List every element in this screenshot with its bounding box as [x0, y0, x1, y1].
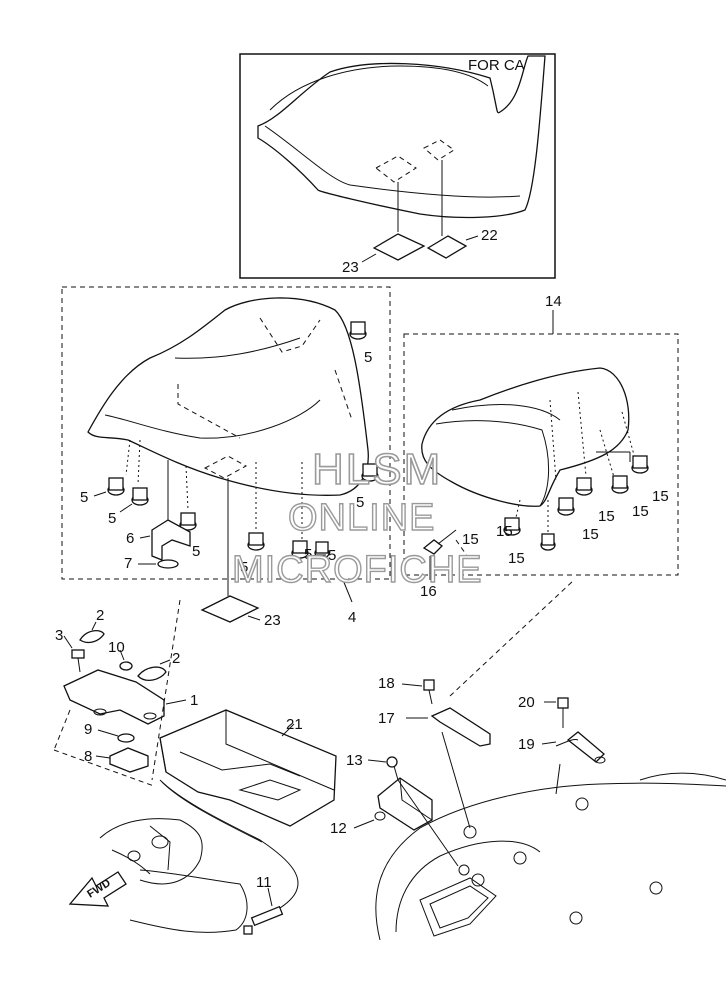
label-23-patch: [372, 233, 426, 261]
bracket-6: [151, 519, 191, 561]
lock-8: [109, 747, 149, 773]
grommet-15a: [503, 517, 521, 536]
bracket-17: [430, 707, 491, 747]
callout-9: 9: [84, 721, 92, 738]
callout-4: 4: [348, 609, 356, 626]
seat-lock-assembly: 3 2 10 2 1 9 8 11: [55, 607, 299, 935]
grommet-5g: [361, 463, 379, 482]
callout-14: 14: [545, 293, 562, 310]
callout-5-top: 5: [364, 349, 372, 366]
callout-3: 3: [55, 627, 63, 644]
washer-7: [157, 559, 179, 569]
callout-15e: 15: [632, 503, 649, 520]
callout-5b: 5: [108, 510, 116, 527]
grommet-15f: [631, 455, 649, 474]
fwd-arrow: FWD: [68, 871, 127, 907]
callout-22: 22: [481, 227, 498, 244]
grommet-15c: [557, 497, 575, 516]
callout-20: 20: [518, 694, 535, 711]
inset-seat-outline: [257, 55, 546, 219]
bolt-13: [386, 756, 399, 781]
callout-5c: 5: [192, 543, 200, 560]
tool-case-21: 21: [159, 709, 337, 827]
callout-5d: 5: [240, 559, 248, 576]
grommet-5d: [247, 532, 265, 551]
callout-15b: 15: [508, 550, 525, 567]
lock-bracket-1: [63, 669, 165, 725]
cable-11: [159, 779, 299, 935]
inset-for-cal: FOR CAL 22 23: [239, 53, 556, 279]
cover-2b: [137, 666, 167, 682]
label-23-patch-main: [200, 595, 260, 623]
watermark: HLSM ONLINE MICROFICHE: [231, 444, 483, 592]
callout-7: 7: [124, 555, 132, 572]
callout-5e: 5: [328, 547, 336, 564]
nut-10: [119, 661, 133, 671]
front-seat-assembly: 4 5 5 5 5 5 5 5 5 6 7 23: [61, 286, 391, 629]
grommet-15e: [611, 475, 629, 494]
callout-15c: 15: [582, 526, 599, 543]
grommet-5h: [349, 321, 367, 340]
rear-seat-assembly: 14 15 15 15 15 15 15 15 16: [403, 293, 679, 600]
grommet-5e: [291, 540, 309, 559]
watermark-line2: ONLINE: [288, 497, 435, 539]
bracket-12: [374, 777, 433, 831]
callout-11: 11: [256, 874, 272, 891]
bolt-16: [422, 529, 457, 555]
bolt-18: [423, 679, 435, 705]
bolt-20: [557, 697, 569, 728]
callout-13: 13: [346, 752, 363, 769]
callout-21: 21: [286, 716, 303, 733]
callout-10: 10: [108, 639, 125, 656]
grommet-15d: [575, 477, 593, 496]
watermark-line1: HLSM: [312, 445, 442, 494]
callout-23-main: 23: [264, 612, 281, 629]
callout-19: 19: [518, 736, 535, 753]
grommet-5a: [107, 477, 125, 496]
inset-dashed-patches: [375, 139, 455, 236]
bolt-3: [71, 649, 85, 673]
grommet-5b: [131, 487, 149, 506]
cover-2a: [79, 629, 105, 644]
callout-15d: 15: [598, 508, 615, 525]
rear-fender-area: 12 13 17 18 19 20: [53, 539, 726, 941]
frame-sketch: [99, 818, 248, 933]
callout-15g: 15: [496, 523, 513, 540]
callout-1: 1: [190, 692, 198, 709]
watermark-line3: MICROFICHE: [232, 549, 483, 591]
callout-15a: 15: [462, 531, 479, 548]
callout-15f: 15: [652, 488, 669, 505]
grommet-5c: [179, 512, 197, 531]
grommet-15b: [540, 533, 556, 551]
callout-8: 8: [84, 748, 92, 765]
callout-23-inset: 23: [342, 259, 359, 276]
callout-16: 16: [420, 583, 437, 600]
callout-2b: 2: [172, 650, 180, 667]
callout-18: 18: [378, 675, 395, 692]
callout-12: 12: [330, 820, 347, 837]
label-22-patch: [426, 235, 468, 259]
callout-17: 17: [378, 710, 395, 727]
washer-9: [117, 733, 135, 743]
callout-2a: 2: [96, 607, 104, 624]
handle-19: [555, 731, 606, 764]
inset-label: FOR CAL: [468, 57, 533, 74]
callout-6: 6: [126, 530, 134, 547]
callout-5a: 5: [80, 489, 88, 506]
callout-5g: 5: [356, 494, 364, 511]
callout-5f: 5: [304, 546, 312, 563]
